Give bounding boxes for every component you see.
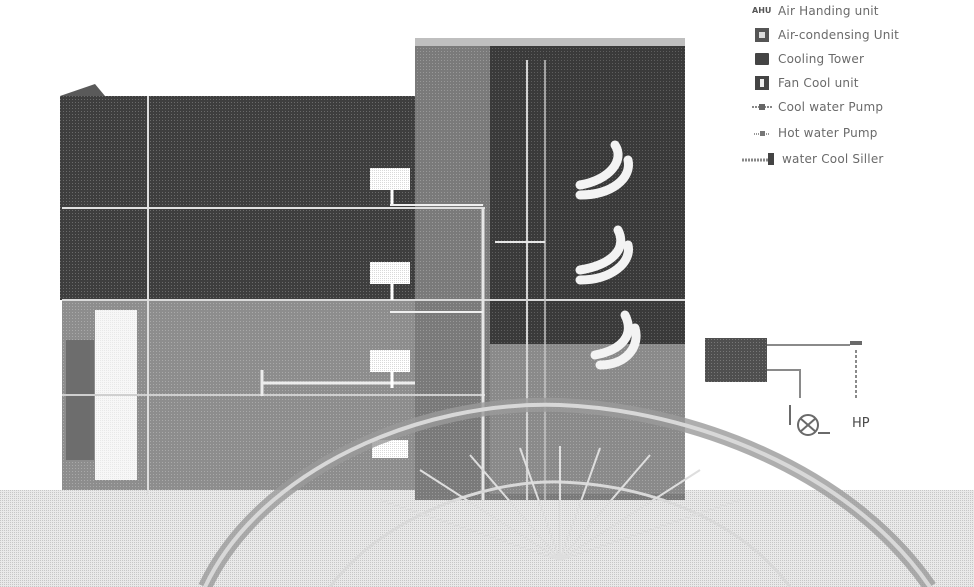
- legend-label-cwp: Cool water Pump: [778, 100, 883, 114]
- tower-block: [415, 38, 685, 500]
- legend-label-ahu: Air Handing unit: [778, 4, 879, 18]
- legend-label-hwp: Hot water Pump: [778, 126, 878, 140]
- legend-item-wcc: water Cool Siller: [742, 152, 884, 166]
- cooling-tower-icon: [752, 52, 772, 66]
- legend-label-acu: Air-condensing Unit: [778, 28, 899, 42]
- legend-label-ct: Cooling Tower: [778, 52, 864, 66]
- fan-coil-unit-icon: [752, 76, 772, 90]
- cool-water-pump-icon: [752, 100, 772, 114]
- legend-item-ct: Cooling Tower: [752, 52, 864, 66]
- ground-area: [0, 490, 974, 587]
- legend-item-hwp: Hot water Pump: [752, 126, 878, 140]
- ahu-icon: AHU: [752, 4, 772, 18]
- hot-water-pump-icon: [752, 126, 772, 140]
- legend-item-acu: Air-condensing Unit: [752, 28, 899, 42]
- legend-label-wcc: water Cool Siller: [782, 152, 884, 166]
- legend-item-cwp: Cool water Pump: [752, 100, 883, 114]
- building-main: [60, 84, 430, 490]
- legend-label-fcu: Fan Cool unit: [778, 76, 859, 90]
- legend-item-fcu: Fan Cool unit: [752, 76, 859, 90]
- heat-pump-fan: [790, 405, 830, 435]
- heat-pump-unit: [705, 338, 862, 435]
- legend-item-ahu: AHU Air Handing unit: [752, 4, 879, 18]
- heat-pump-label: HP: [852, 416, 870, 431]
- water-cool-chiller-icon: [742, 152, 776, 166]
- air-condensing-unit-icon: [752, 28, 772, 42]
